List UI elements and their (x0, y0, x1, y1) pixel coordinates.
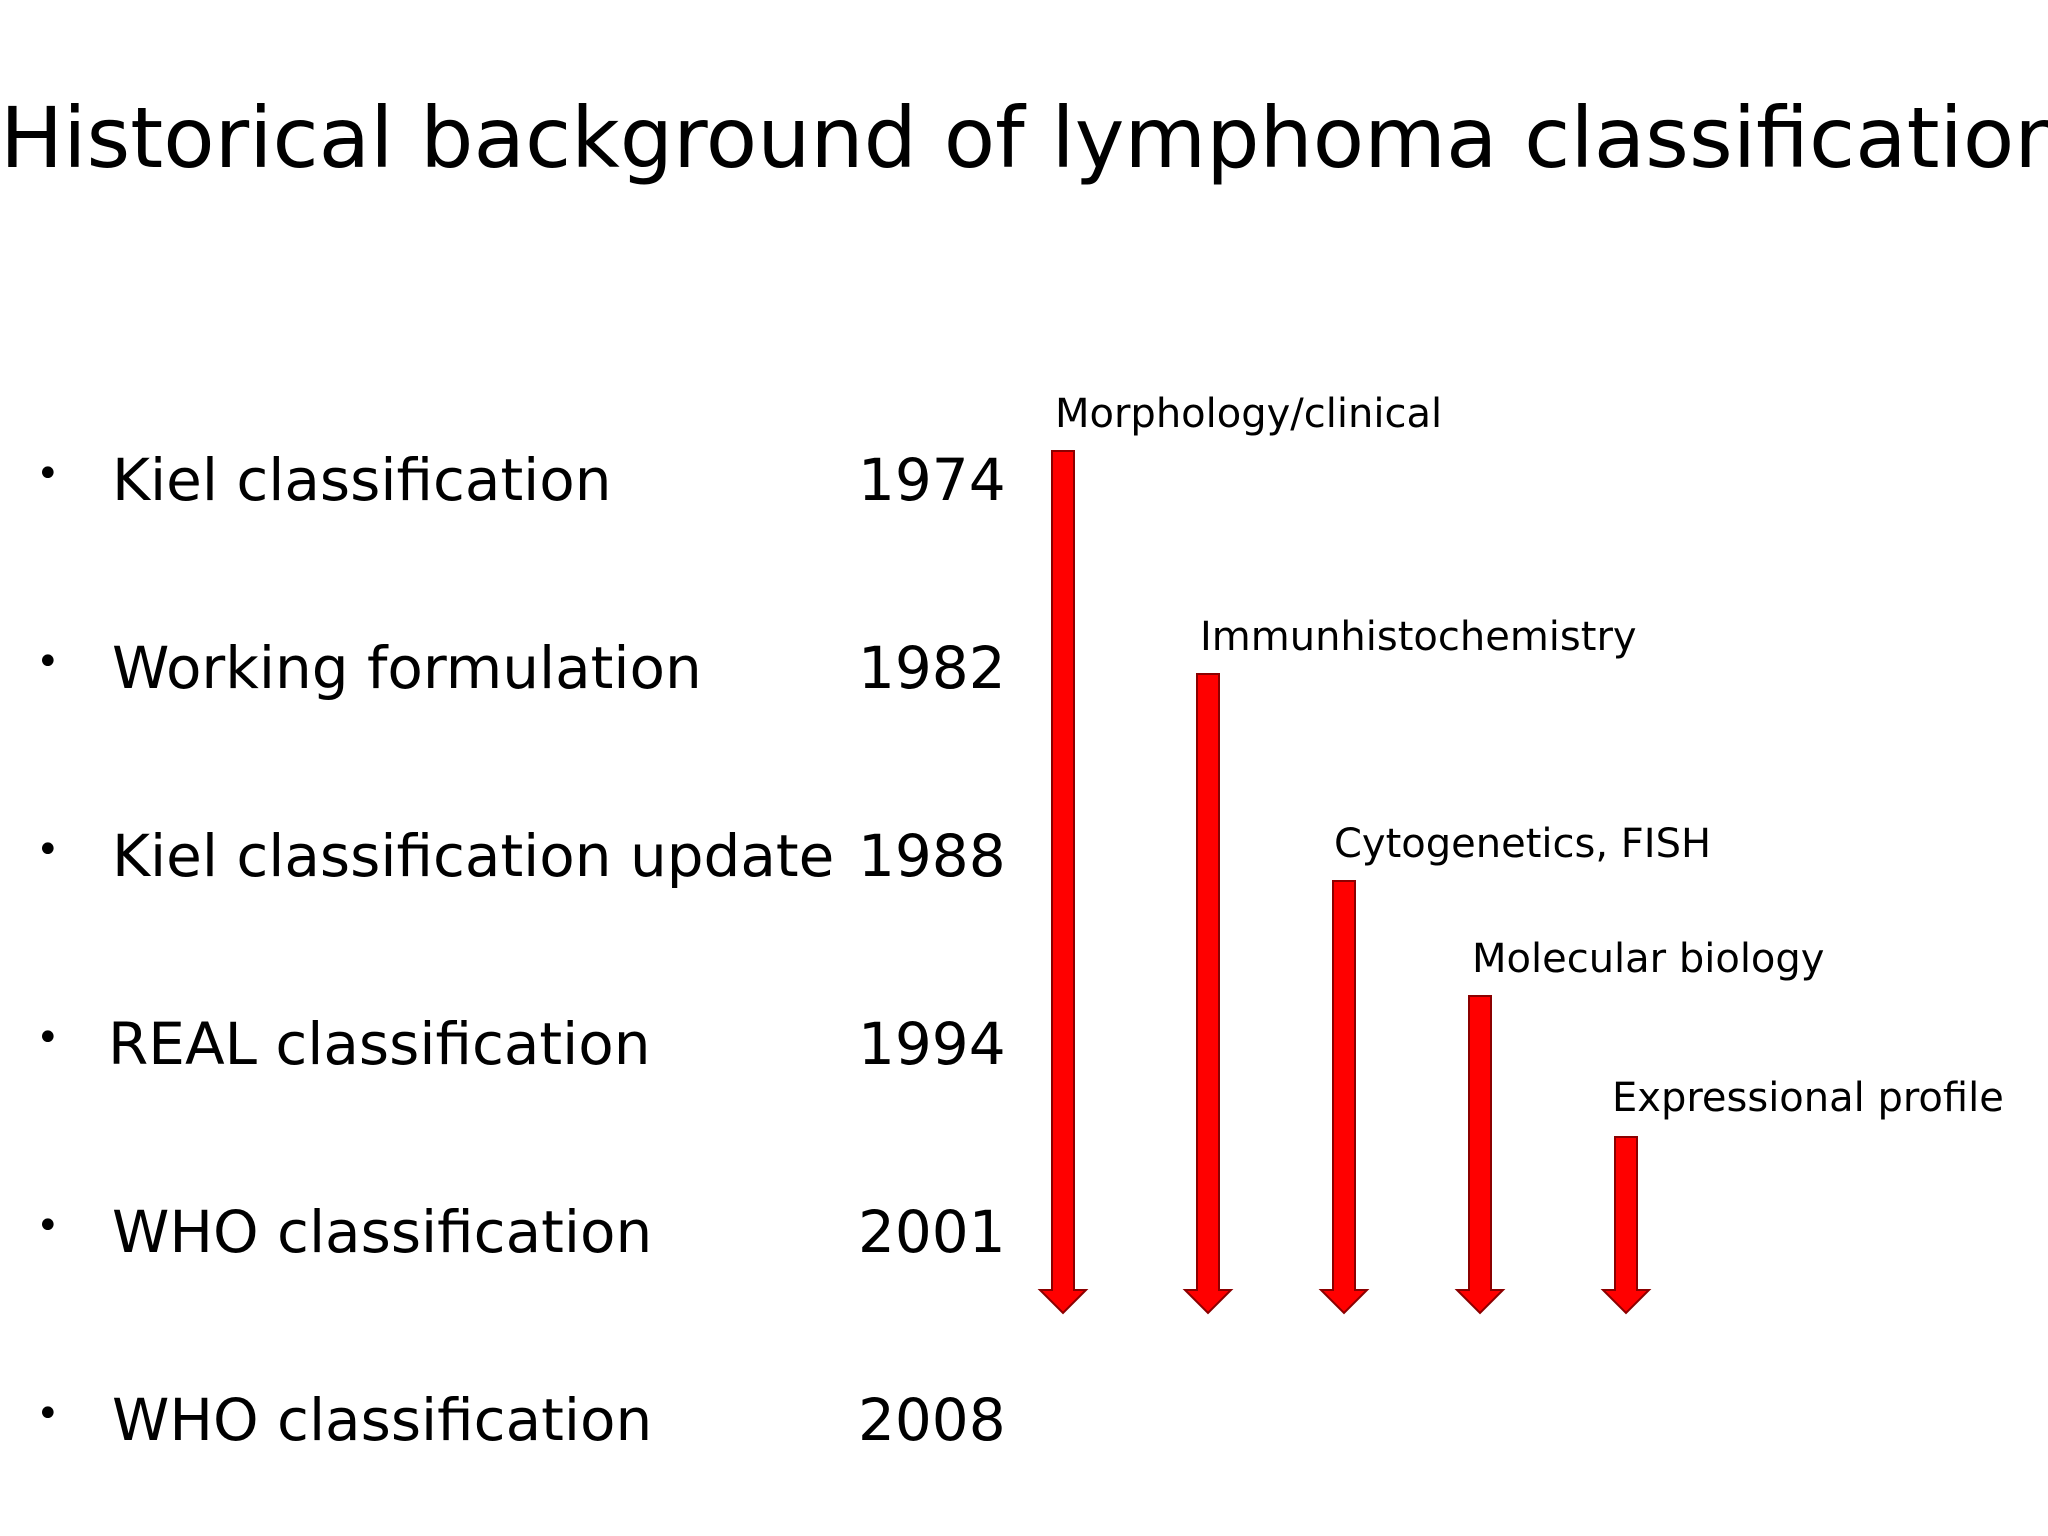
method-label-molecular-biology: Molecular biology (1472, 936, 1825, 982)
bullet-icon: • (36, 451, 60, 497)
classification-item: • Kiel classification 1974 (0, 440, 1020, 520)
classification-year: 1994 (858, 1010, 1006, 1078)
down-arrow-icon (1454, 995, 1506, 1315)
down-arrow-icon (1182, 673, 1234, 1315)
classification-item: • WHO classification 2008 (0, 1380, 1020, 1460)
bullet-icon: • (36, 1391, 60, 1437)
classification-name: WHO classification (112, 1198, 653, 1266)
bullet-icon: • (36, 1203, 60, 1249)
classification-item: • REAL classification 1994 (0, 1004, 1020, 1084)
classification-name: Kiel classification update (112, 822, 835, 890)
method-label-morphology: Morphology/clinical (1055, 391, 1443, 437)
bullet-icon: • (36, 1015, 60, 1061)
classification-year: 2001 (858, 1198, 1006, 1266)
classification-item: • Kiel classification update 1988 (0, 816, 1020, 896)
bullet-icon: • (36, 639, 60, 685)
method-label-cytogenetics: Cytogenetics, FISH (1334, 821, 1712, 867)
classification-year: 2008 (858, 1386, 1006, 1454)
down-arrow-icon (1318, 880, 1370, 1315)
classification-year: 1974 (858, 446, 1006, 514)
method-label-expressional-profile: Expressional profile (1612, 1075, 2004, 1121)
classification-year: 1988 (858, 822, 1006, 890)
method-label-immunohistochemistry: Immunhistochemistry (1200, 614, 1637, 660)
classification-name: Kiel classification (112, 446, 612, 514)
classification-item: • WHO classification 2001 (0, 1192, 1020, 1272)
classification-name: WHO classification (112, 1386, 653, 1454)
down-arrow-icon (1037, 450, 1089, 1315)
classification-name: Working formulation (112, 634, 702, 702)
classification-name: REAL classification (108, 1010, 651, 1078)
down-arrow-icon (1600, 1136, 1652, 1315)
slide-title: Historical background of lymphoma classi… (0, 89, 2048, 187)
classification-item: • Working formulation 1982 (0, 628, 1020, 708)
bullet-icon: • (36, 827, 60, 873)
classification-year: 1982 (858, 634, 1006, 702)
